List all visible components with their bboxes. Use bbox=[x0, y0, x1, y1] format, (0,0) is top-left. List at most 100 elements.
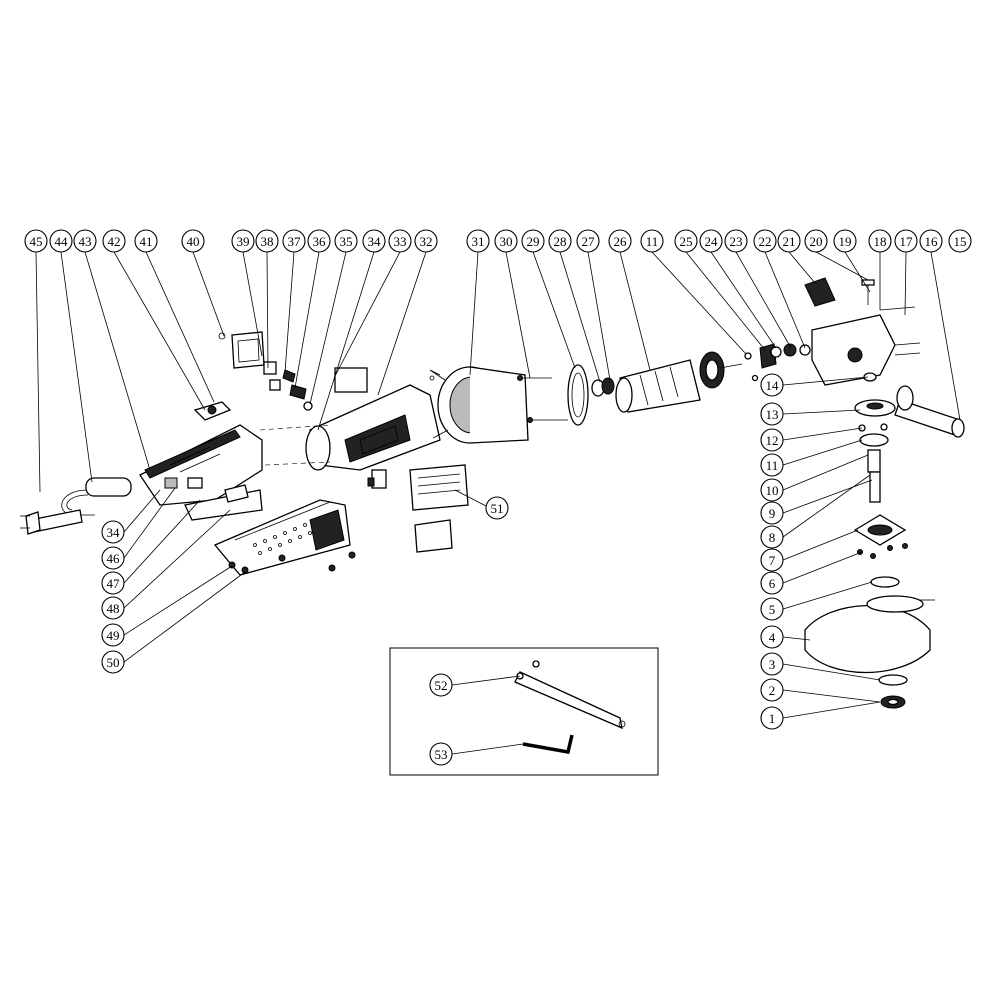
leader-line bbox=[782, 409, 861, 415]
callout-number: 14 bbox=[766, 378, 780, 393]
callout-20: 20 bbox=[804, 229, 828, 253]
callout-18: 18 bbox=[868, 229, 892, 253]
brush-cover bbox=[218, 331, 265, 369]
switch-lever bbox=[193, 401, 232, 421]
callout-number: 42 bbox=[108, 234, 121, 249]
wheel-guard bbox=[804, 595, 935, 674]
callout-number: 16 bbox=[925, 234, 939, 249]
callout-number: 46 bbox=[107, 551, 121, 566]
callout-number: 26 bbox=[614, 234, 628, 249]
callout-number: 17 bbox=[900, 234, 914, 249]
callout-16: 16 bbox=[919, 229, 943, 253]
callout-number: 28 bbox=[554, 234, 567, 249]
callout-44: 44 bbox=[49, 229, 73, 253]
callout-number: 33 bbox=[394, 234, 407, 249]
armature bbox=[615, 351, 743, 413]
callout-51: 51 bbox=[485, 496, 509, 520]
callout-number: 15 bbox=[954, 234, 967, 249]
callout-number: 52 bbox=[435, 678, 448, 693]
leader-line bbox=[532, 251, 576, 369]
callout-number: 39 bbox=[237, 234, 250, 249]
callout-number: 5 bbox=[769, 602, 776, 617]
callout-6: 6 bbox=[760, 571, 784, 595]
callout-number: 10 bbox=[766, 483, 779, 498]
leader-line bbox=[782, 479, 873, 514]
callout-32: 32 bbox=[414, 229, 438, 253]
leader-line bbox=[377, 251, 427, 396]
leader-line bbox=[782, 663, 881, 681]
leader-line bbox=[710, 251, 777, 349]
leader-line bbox=[782, 636, 811, 641]
callout-3: 3 bbox=[760, 652, 784, 676]
callout-9: 9 bbox=[760, 501, 784, 525]
leader-line bbox=[782, 529, 859, 561]
callout-49: 49 bbox=[101, 623, 125, 647]
callout-11: 11 bbox=[760, 453, 784, 477]
leader-line bbox=[454, 489, 487, 507]
callout-number: 37 bbox=[288, 234, 302, 249]
callout-23: 23 bbox=[724, 229, 748, 253]
callout-number: 40 bbox=[187, 234, 200, 249]
callout-number: 13 bbox=[766, 407, 779, 422]
callout-number: 18 bbox=[874, 234, 887, 249]
callout-43: 43 bbox=[73, 229, 97, 253]
carbon-brushes bbox=[263, 361, 313, 411]
callout-7: 7 bbox=[760, 548, 784, 572]
side-handle bbox=[894, 385, 965, 438]
callout-47: 47 bbox=[101, 571, 125, 595]
callout-27: 27 bbox=[576, 229, 600, 253]
callout-number: 7 bbox=[769, 553, 776, 568]
callout-37: 37 bbox=[282, 229, 306, 253]
leader-line bbox=[619, 251, 651, 371]
callout-number: 2 bbox=[769, 683, 776, 698]
callout-26: 26 bbox=[608, 229, 632, 253]
leader-line bbox=[764, 251, 806, 349]
callout-13: 13 bbox=[760, 402, 784, 426]
callout-41: 41 bbox=[134, 229, 158, 253]
callout-number: 23 bbox=[730, 234, 743, 249]
leader-line bbox=[505, 251, 531, 379]
callout-8: 8 bbox=[760, 525, 784, 549]
leader-line bbox=[266, 251, 269, 369]
stator-screws bbox=[517, 375, 568, 423]
callout-48: 48 bbox=[101, 596, 125, 620]
callout-number: 1 bbox=[769, 711, 776, 726]
callout-40: 40 bbox=[181, 229, 205, 253]
callout-number: 11 bbox=[646, 234, 659, 249]
baffle-bearings bbox=[567, 364, 615, 426]
callout-number: 51 bbox=[491, 501, 504, 516]
spindle-stack bbox=[853, 372, 908, 588]
rear-housing-lower bbox=[184, 484, 356, 576]
callout-number: 49 bbox=[107, 628, 120, 643]
power-cord-plug bbox=[20, 477, 132, 535]
callout-34: 34 bbox=[362, 229, 386, 253]
leader-line bbox=[84, 251, 151, 471]
callout-42: 42 bbox=[102, 229, 126, 253]
callout-28: 28 bbox=[548, 229, 572, 253]
callout-number: 8 bbox=[769, 530, 776, 545]
spanner-wrench bbox=[514, 660, 626, 730]
leader-line bbox=[782, 551, 863, 584]
callout-number: 24 bbox=[705, 234, 719, 249]
callout-39: 39 bbox=[231, 229, 255, 253]
leader-line bbox=[587, 251, 611, 381]
callout-11: 11 bbox=[640, 229, 664, 253]
callout-17: 17 bbox=[894, 229, 918, 253]
leader-line bbox=[113, 251, 206, 411]
callout-number: 41 bbox=[140, 234, 153, 249]
leader-lines bbox=[35, 251, 961, 755]
callout-number: 3 bbox=[769, 657, 776, 672]
callout-number: 48 bbox=[107, 601, 120, 616]
accessories-inset-frame bbox=[389, 647, 659, 776]
callout-number: 11 bbox=[766, 458, 779, 473]
callout-number: 27 bbox=[582, 234, 596, 249]
callout-1: 1 bbox=[760, 706, 784, 730]
callout-10: 10 bbox=[760, 478, 784, 502]
leader-line bbox=[782, 454, 869, 491]
leader-line bbox=[123, 499, 201, 584]
leader-line bbox=[284, 251, 295, 373]
callout-number: 20 bbox=[810, 234, 823, 249]
callout-number: 4 bbox=[769, 630, 776, 645]
nameplate-label bbox=[409, 464, 469, 553]
